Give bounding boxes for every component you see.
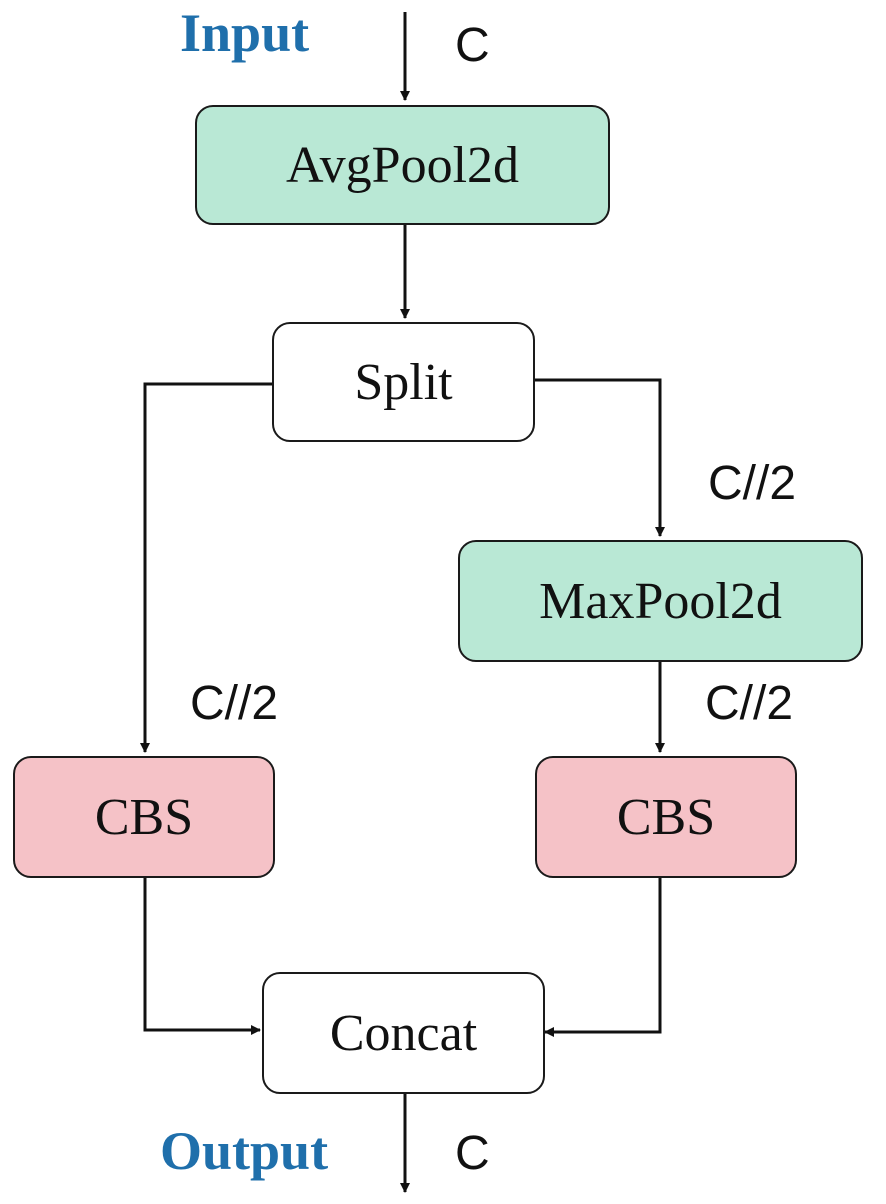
- cbs-right-node: CBS: [535, 756, 797, 878]
- arrow-cbs-left-to-concat: [143, 878, 261, 1035]
- arrow-split-to-cbs-left: [140, 382, 272, 753]
- input-label: Input: [180, 3, 310, 63]
- concat-node: Concat: [262, 972, 545, 1094]
- output-channel-label: C: [455, 1127, 490, 1180]
- split-left-channel-label: C//2: [190, 677, 279, 730]
- arrow-split-to-maxpool: [535, 378, 665, 537]
- avgpool2d-node: AvgPool2d: [195, 105, 610, 225]
- cbs-left-node: CBS: [13, 756, 275, 878]
- arrow-cbs-right-to-concat: [544, 878, 662, 1037]
- output-label: Output: [160, 1121, 329, 1181]
- input-channel-label: C: [455, 19, 490, 72]
- split-right-channel-label: C//2: [708, 457, 797, 510]
- maxpool2d-node: MaxPool2d: [458, 540, 863, 662]
- maxpool-out-channel-label: C//2: [705, 677, 794, 730]
- split-node: Split: [272, 322, 535, 442]
